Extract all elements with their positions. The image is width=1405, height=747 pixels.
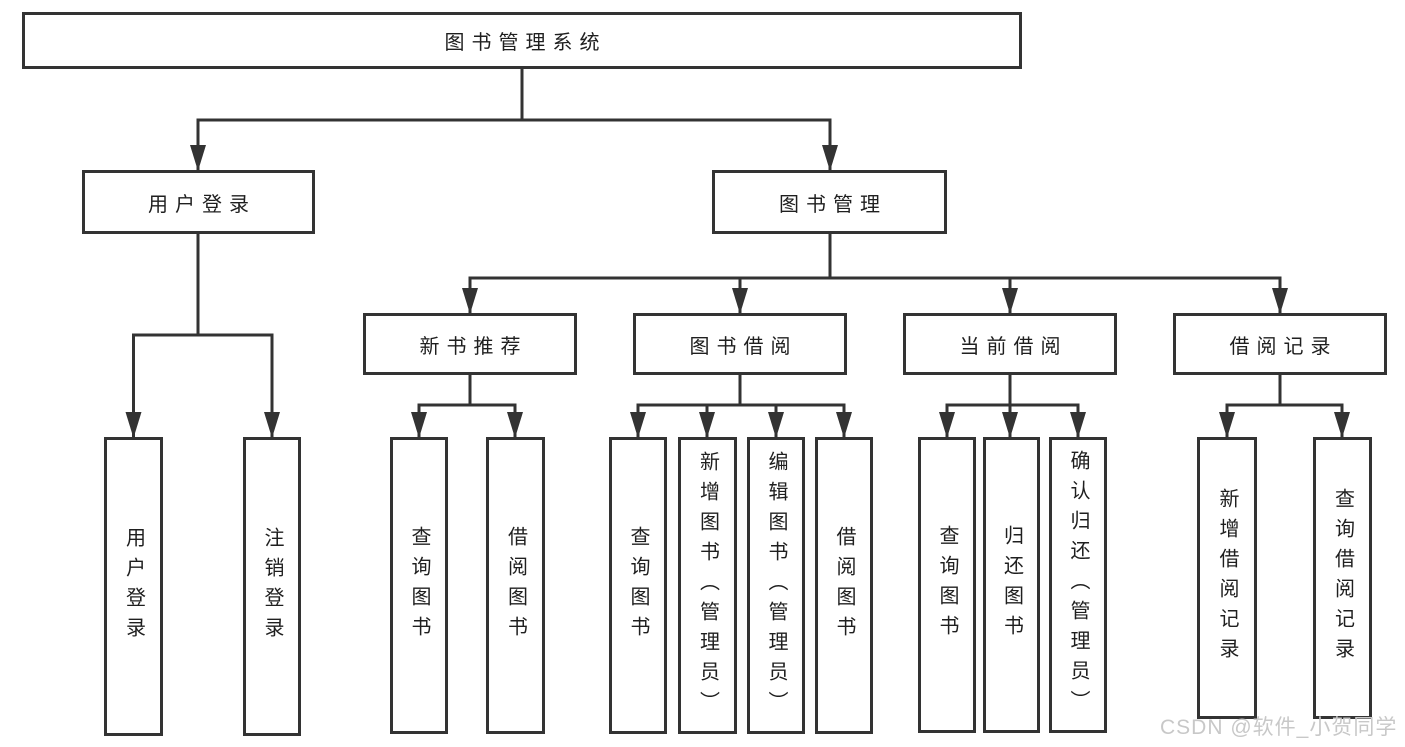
node-label: 查询图书	[936, 525, 958, 645]
leaf-query-borrow-record: 查询借阅记录	[1313, 437, 1372, 719]
node-label: 借阅图书	[833, 525, 855, 646]
node-library-management-system: 图书管理系统	[22, 12, 1022, 69]
leaf-add-book-admin: 新增图书（管理员）	[678, 437, 737, 734]
leaf-logout: 注销登录	[243, 437, 301, 736]
leaf-borrow-books-2: 借阅图书	[815, 437, 873, 734]
leaf-edit-book-admin: 编辑图书（管理员）	[747, 437, 805, 734]
node-label: 用户登录	[122, 526, 145, 647]
node-label: 图书管理	[779, 193, 887, 216]
node-label: 注销登录	[261, 526, 283, 647]
node-label: 图书借阅	[689, 335, 798, 358]
node-book-borrow: 图书借阅	[633, 313, 847, 375]
node-label: 编辑图书（管理员）	[765, 450, 787, 721]
node-label: 确认归还（管理员）	[1067, 450, 1089, 720]
leaf-borrow-books-1: 借阅图书	[486, 437, 545, 734]
node-label: 查询图书	[627, 525, 649, 646]
csdn-watermark: CSDN @软件_小贺同学	[1160, 716, 1398, 739]
node-borrow-records: 借阅记录	[1173, 313, 1387, 375]
leaf-user-login: 用户登录	[104, 437, 163, 736]
leaf-query-books-2: 查询图书	[609, 437, 667, 734]
node-label: 查询借阅记录	[1331, 488, 1354, 668]
node-label: 新增借阅记录	[1216, 488, 1238, 668]
node-label: 当前借阅	[959, 335, 1068, 358]
node-label: 借阅记录	[1229, 335, 1338, 358]
node-new-book-recommend: 新书推荐	[363, 313, 577, 375]
node-current-borrow: 当前借阅	[903, 313, 1117, 375]
node-label: 归还图书	[1000, 525, 1023, 645]
node-label: 用户登录	[148, 193, 256, 216]
node-label: 查询图书	[408, 525, 430, 646]
node-user-login: 用户登录	[82, 170, 315, 234]
node-label: 图书管理系统	[444, 32, 607, 54]
leaf-query-books-1: 查询图书	[390, 437, 448, 734]
leaf-return-book: 归还图书	[983, 437, 1040, 733]
leaf-confirm-return-admin: 确认归还（管理员）	[1049, 437, 1107, 733]
node-label: 借阅图书	[504, 525, 527, 646]
leaf-query-books-3: 查询图书	[918, 437, 976, 733]
node-book-management: 图书管理	[712, 170, 947, 234]
leaf-add-borrow-record: 新增借阅记录	[1197, 437, 1257, 719]
node-label: 新书推荐	[419, 335, 528, 358]
node-label: 新增图书（管理员）	[696, 450, 719, 721]
